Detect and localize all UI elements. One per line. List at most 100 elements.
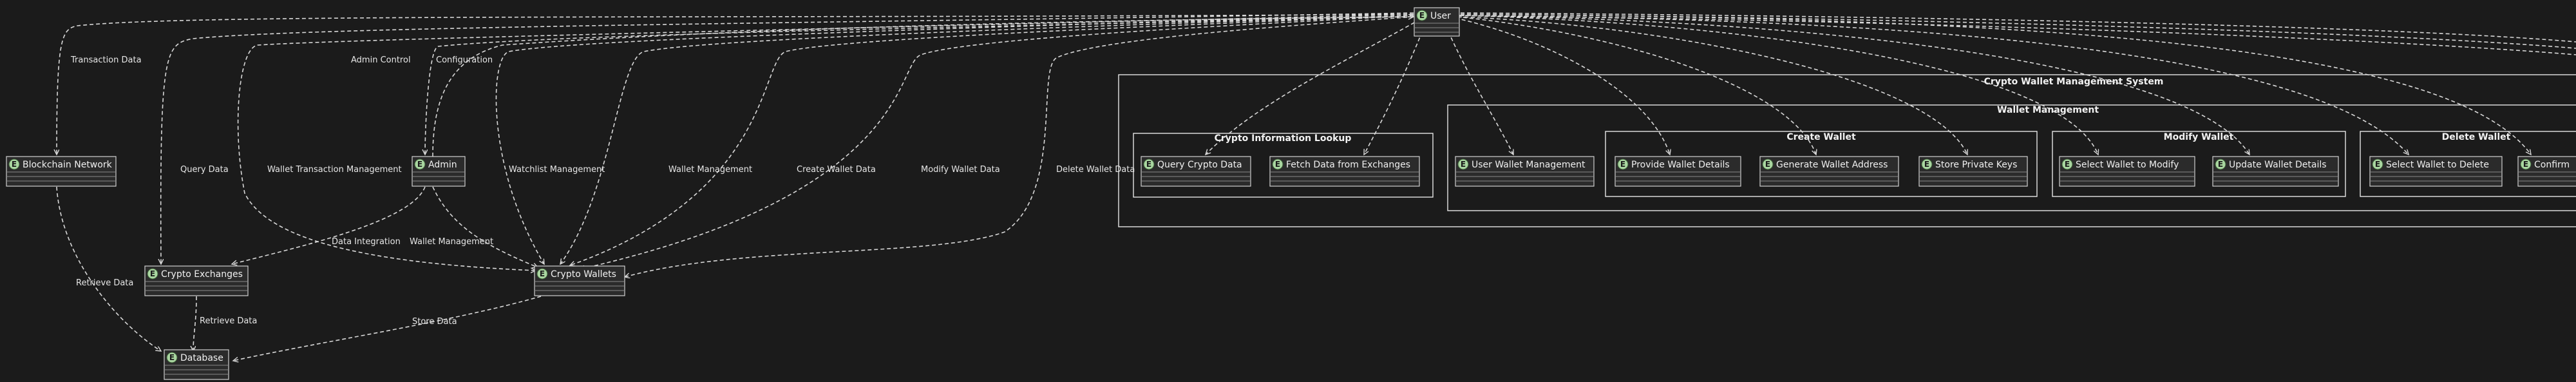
entity-badge-icon (536, 268, 548, 280)
node-admin[interactable]: E Admin (412, 156, 466, 187)
edge-user-admin (425, 15, 1414, 155)
entity-badge-letter: E (1924, 160, 1929, 169)
edge-user-wallets-mgmt (560, 15, 1414, 264)
node-label: Admin (428, 160, 457, 170)
entity-badge-icon (1272, 158, 1283, 170)
entity-badge-letter: E (1419, 11, 1425, 20)
entity-badge-letter: E (1275, 160, 1280, 169)
entity-badge-letter: E (417, 160, 422, 169)
entity-badge-letter: E (12, 160, 17, 169)
edge-user-wallets-modify (580, 15, 1414, 269)
node-label: Database (180, 353, 223, 363)
entity-badge-icon (2215, 158, 2226, 170)
node-label: Select Wallet to Modify (2076, 160, 2179, 170)
edge-user-select-delete (1459, 15, 2409, 155)
edge-user-offscreen-1 (1460, 12, 2576, 43)
edge-user-wallets-tx (237, 14, 1414, 271)
edge-user-query-crypto (1206, 19, 1421, 155)
entity-badge-letter: E (2523, 160, 2528, 169)
node-confirm[interactable]: E Confirm (2517, 156, 2576, 187)
node-query-crypto-data[interactable]: E Query Crypto Data (1141, 156, 1251, 187)
package-create-wallet: Create Wallet (1605, 131, 2038, 197)
edge-user-update (1459, 15, 2249, 155)
edge-user-wallets-watchlist (495, 14, 1414, 264)
package-title-modify-wallet: Modify Wallet (2164, 132, 2234, 142)
entity-badge-icon (1416, 10, 1428, 21)
entity-badge-letter: E (169, 353, 175, 362)
label-query-data: Query Data (180, 165, 229, 175)
edge-labels: Transaction Data Admin Control Configura… (70, 55, 1135, 327)
entity-badge-icon (2520, 158, 2532, 170)
package-title-delete-wallet: Delete Wallet (2442, 132, 2511, 142)
node-label: User (1430, 11, 1451, 21)
entity-badge-letter: E (1765, 160, 1770, 169)
entity-badge-icon (2372, 158, 2383, 170)
entity-badge-letter: E (2218, 160, 2223, 169)
node-store-private-keys[interactable]: E Store Private Keys (1918, 156, 2028, 187)
node-select-wallet-modify[interactable]: E Select Wallet to Modify (2059, 156, 2195, 187)
node-generate-wallet-address[interactable]: E Generate Wallet Address (1759, 156, 1899, 187)
edge-blockchain-database (56, 186, 161, 351)
label-retrieve-data-exchanges: Retrieve Data (200, 316, 257, 326)
node-label: Select Wallet to Delete (2386, 160, 2489, 170)
node-crypto-exchanges[interactable]: E Crypto Exchanges (144, 265, 249, 296)
package-title-create-wallet: Create Wallet (1786, 132, 1856, 142)
edge-user-wallets-delete (625, 16, 1414, 277)
edge-user-offscreen-3 (1460, 15, 2576, 55)
edge-user-storekeys (1457, 16, 1967, 155)
package-modify-wallet: Modify Wallet (2052, 131, 2346, 197)
node-label: Fetch Data from Exchanges (1286, 160, 1410, 170)
entity-badge-letter: E (1461, 160, 1466, 169)
node-label: Generate Wallet Address (1776, 160, 1888, 170)
edge-user-select-modify (1458, 15, 2098, 155)
package-crypto-info: Crypto Information Lookup (1133, 133, 1434, 198)
entity-badge-icon (166, 352, 178, 363)
edge-user-generate (1456, 16, 1816, 155)
edge-user-provide (1455, 17, 1670, 155)
edge-user-fetch (1364, 25, 1425, 155)
edge-user-offscreen-2 (1460, 14, 2576, 49)
node-label: Store Private Keys (1935, 160, 2017, 170)
node-update-wallet-details[interactable]: E Update Wallet Details (2212, 156, 2339, 187)
node-label: Update Wallet Details (2229, 160, 2327, 170)
label-configuration: Configuration (436, 55, 493, 65)
label-transaction-data: Transaction Data (70, 55, 142, 65)
entity-badge-icon (1617, 158, 1629, 170)
edge-wallets-database (233, 296, 542, 361)
label-admin-control: Admin Control (351, 55, 411, 65)
edge-exchanges-database (193, 296, 197, 351)
node-fetch-data-exchanges[interactable]: E Fetch Data from Exchanges (1269, 156, 1420, 187)
label-create-wallet-data: Create Wallet Data (797, 165, 876, 175)
entity-badge-letter: E (540, 269, 545, 278)
entity-badge-letter: E (2065, 160, 2070, 169)
entity-badge-letter: E (1620, 160, 1625, 169)
node-label: Confirm (2534, 160, 2570, 170)
edges (56, 12, 2576, 361)
entity-badge-letter: E (150, 269, 155, 278)
entity-badge-icon (414, 158, 426, 170)
entity-badge-icon (2061, 158, 2073, 170)
node-label: Provide Wallet Details (1631, 160, 1730, 170)
label-modify-wallet-data: Modify Wallet Data (921, 165, 1000, 175)
package-title-wallet-mgmt: Wallet Management (1997, 105, 2099, 115)
node-label: Query Crypto Data (1157, 160, 1242, 170)
package-title-crypto-info: Crypto Information Lookup (1215, 133, 1352, 144)
entity-badge-icon (1143, 158, 1155, 170)
node-provide-wallet-details[interactable]: E Provide Wallet Details (1615, 156, 1741, 187)
entity-badge-icon (147, 268, 158, 280)
node-user[interactable]: E User (1414, 7, 1460, 37)
label-store-data: Store Data (412, 317, 457, 327)
node-label: Crypto Exchanges (161, 269, 243, 280)
label-data-integration: Data Integration (332, 237, 401, 247)
entity-badge-letter: E (1146, 160, 1151, 169)
edge-user-wallets-create (570, 15, 1414, 265)
edge-user-blockchain (57, 14, 1414, 155)
package-delete-wallet: Delete Wallet (2360, 131, 2576, 197)
node-database[interactable]: E Database (164, 349, 229, 380)
edge-admin-exchanges (232, 186, 426, 264)
